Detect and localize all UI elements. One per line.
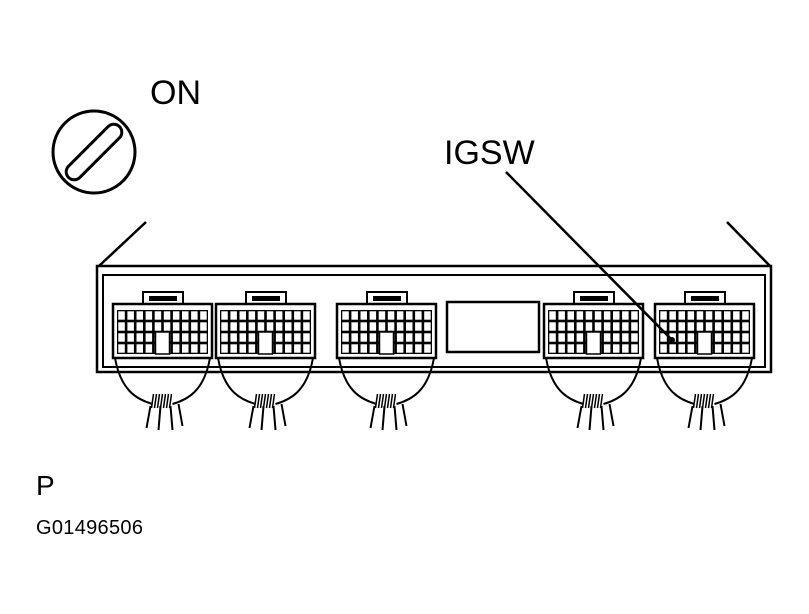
connectors: [111, 291, 756, 431]
igsw-label: IGSW: [444, 134, 535, 172]
connector-1: [111, 291, 214, 431]
ignition-on-label: ON: [150, 74, 201, 112]
figure-code: G01496506: [36, 517, 144, 539]
igsw-leader-line: [505, 171, 673, 341]
connector-4: [542, 291, 645, 431]
ecu-body: [95, 221, 773, 374]
connector-5: [653, 291, 756, 431]
connector-2: [214, 291, 317, 431]
connector-side-label: P: [36, 470, 55, 501]
ignition-key-icon: [51, 109, 137, 195]
connector-3: [335, 291, 438, 431]
ecu-blank-panel: [445, 300, 541, 354]
igsw-terminal-point: [669, 337, 675, 343]
